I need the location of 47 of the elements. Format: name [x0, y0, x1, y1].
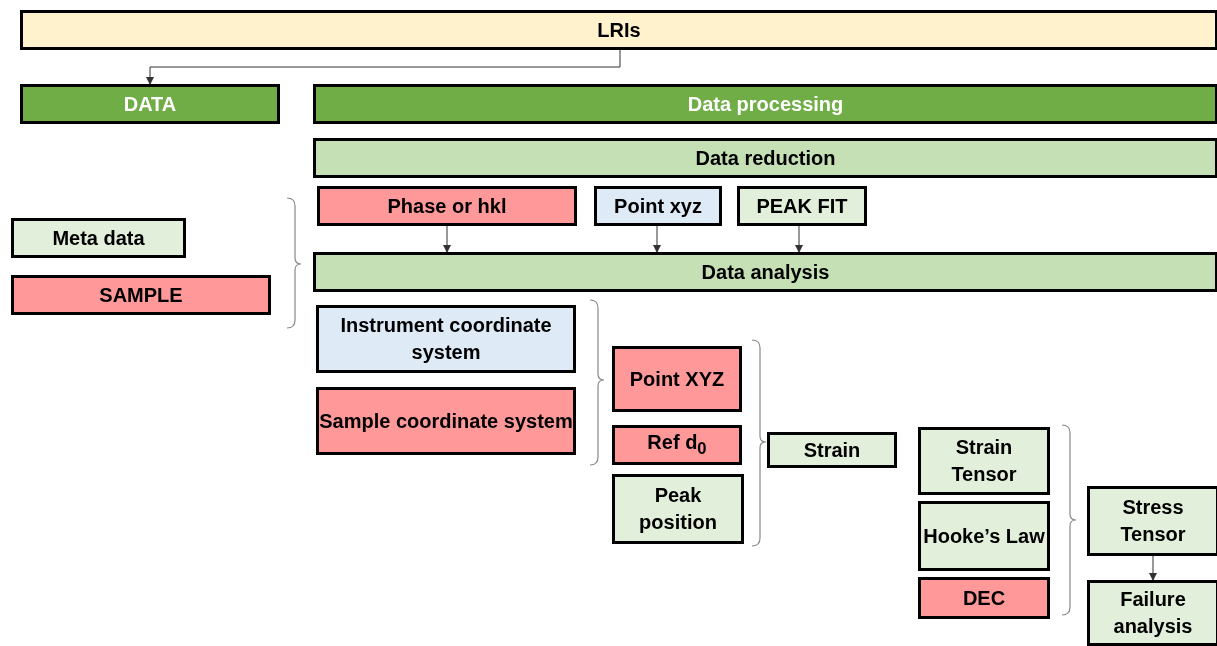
process-box	[11, 218, 186, 258]
node-text: Sample coordinate system	[319, 408, 573, 434]
process-box	[918, 427, 1050, 495]
header-bar	[20, 10, 1217, 50]
process-box	[737, 186, 867, 226]
node-text: PEAK FIT	[756, 193, 848, 219]
process-box	[11, 275, 271, 315]
node-text: Hooke’s Law	[923, 523, 1045, 549]
node-text: SAMPLE	[99, 282, 183, 308]
node-text: Data processing	[687, 91, 844, 117]
process-box	[316, 305, 576, 373]
process-box	[612, 425, 742, 465]
stage-bar	[313, 252, 1217, 292]
node-text: DEC	[962, 585, 1006, 611]
section-bar	[20, 84, 280, 124]
arrow	[795, 225, 803, 253]
arrow	[443, 225, 451, 253]
arrow	[146, 49, 621, 85]
node-text: Meta data	[52, 225, 145, 251]
process-box	[918, 501, 1050, 571]
node-text: Failure analysis	[1112, 587, 1194, 639]
process-box	[767, 432, 897, 468]
process-box	[612, 346, 742, 412]
process-box	[612, 474, 744, 544]
node-text: DATA	[123, 91, 177, 117]
stage-bar	[313, 138, 1217, 178]
node-text: Data reduction	[695, 145, 836, 171]
section-bar	[313, 84, 1217, 124]
process-box	[1087, 486, 1217, 556]
node-text: Point xyz	[614, 193, 702, 219]
node-text: Stress Tensor	[1119, 495, 1187, 547]
node-text: Instrument coordinate system	[339, 313, 553, 365]
process-box	[918, 577, 1050, 619]
node-text: Ref d$_{0}$	[647, 429, 707, 460]
process-box	[594, 186, 722, 226]
node-text: Point XYZ	[629, 366, 725, 392]
node-text: Strain	[803, 437, 861, 463]
node-text: Peak position	[638, 483, 718, 535]
process-box	[1087, 580, 1217, 646]
arrow	[1149, 555, 1157, 581]
node-text: Strain Tensor	[950, 435, 1018, 487]
node-text: Phase or hkl	[387, 193, 507, 219]
process-box	[316, 387, 576, 455]
node-text: LRIs	[597, 17, 641, 43]
node-text: Data analysis	[701, 259, 830, 285]
process-box	[317, 186, 577, 226]
arrow	[653, 225, 661, 253]
